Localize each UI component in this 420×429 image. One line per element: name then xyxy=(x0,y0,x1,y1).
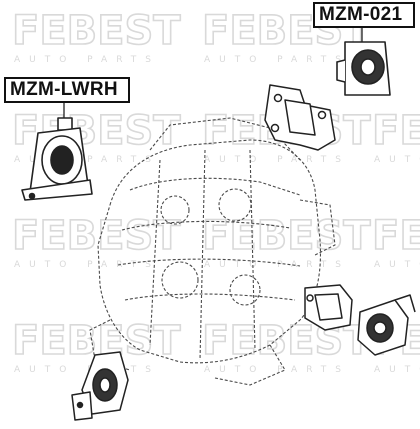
watermark-tagline: AUTO PARTS xyxy=(204,260,350,270)
mount-bracket-right xyxy=(304,284,353,331)
mount-bracket-upper xyxy=(264,84,336,151)
mount-transmission xyxy=(357,294,416,356)
watermark-tagline: AUTO PARTS xyxy=(204,55,350,65)
mount-bottom xyxy=(71,351,129,421)
watermark-tagline: AUTO PARTS xyxy=(14,365,160,375)
watermark-brand: FEBEST xyxy=(372,108,420,154)
watermark-tagline: AUTO PARTS xyxy=(204,365,350,375)
watermark-tagline: AUTO PARTS xyxy=(14,55,160,65)
watermark-brand: FEBEST xyxy=(372,213,420,259)
part-label-lwrh: MZM-LWRH xyxy=(4,77,130,103)
part-label-021: MZM-021 xyxy=(313,2,415,28)
watermark-tagline: AUTO PARTS xyxy=(374,365,420,375)
watermark-tagline: AUTO PARTS xyxy=(374,155,420,165)
engine-block xyxy=(89,117,336,386)
watermark-tagline: AUTO PARTS xyxy=(374,260,420,270)
watermark-tagline: AUTO PARTS xyxy=(14,260,160,270)
watermark-brand: FEBEST xyxy=(12,8,181,54)
mount-lwrh xyxy=(21,117,93,201)
watermark-tagline: AUTO PARTS xyxy=(204,155,350,165)
watermark-brand: FEBEST xyxy=(12,213,181,259)
mount-021 xyxy=(336,41,391,96)
watermark-brand: FEBEST xyxy=(202,213,371,259)
